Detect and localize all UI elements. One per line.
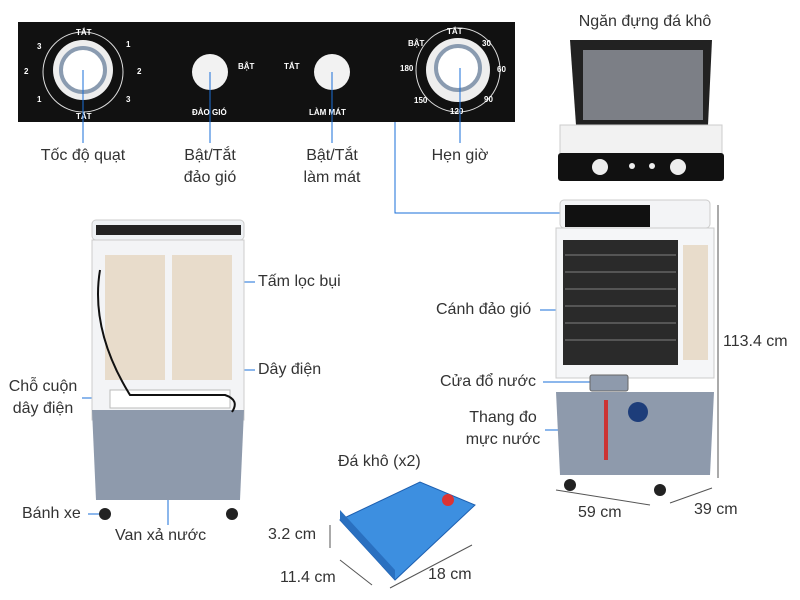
label-water-gauge: Thang đo mực nước bbox=[458, 407, 548, 451]
dim-height: 113.4 cm bbox=[723, 333, 788, 350]
cooler-back-image bbox=[91, 219, 245, 520]
label-drain-valve: Van xả nước bbox=[115, 527, 207, 544]
dim-ice-width: 11.4 cm bbox=[280, 569, 336, 586]
ice-pack-image bbox=[339, 481, 476, 581]
fan-mark: 1 bbox=[126, 40, 131, 49]
label-swing-toggle: Bật/Tắt đảo gió bbox=[165, 145, 255, 189]
label-line: Thang đo bbox=[469, 409, 537, 426]
label-line: mực nước bbox=[465, 431, 541, 448]
timer-mark: 150 bbox=[414, 96, 428, 105]
dim-depth: 39 cm bbox=[694, 501, 738, 518]
fan-dial-bottom: TẮT bbox=[76, 112, 92, 121]
timer-on: BẬT bbox=[408, 39, 425, 48]
label-line: đảo gió bbox=[183, 169, 237, 186]
switch-off-label: TẮT bbox=[284, 62, 300, 71]
label-ice-compartment: Ngăn đựng đá khô bbox=[578, 13, 712, 30]
timer-mark: 60 bbox=[497, 65, 506, 74]
timer-mark: 120 bbox=[450, 107, 464, 116]
fan-mark: 2 bbox=[24, 67, 29, 76]
label-line: Chỗ cuộn bbox=[8, 378, 78, 395]
fan-mark: 3 bbox=[37, 42, 42, 51]
dim-ice-length: 18 cm bbox=[428, 566, 472, 583]
label-timer: Hẹn giờ bbox=[431, 147, 489, 164]
fan-dial-top: TẮT bbox=[76, 28, 92, 37]
label-line: Bật/Tắt bbox=[306, 147, 358, 164]
dim-ice-thickness: 3.2 cm bbox=[268, 526, 317, 543]
label-ice-packs: Đá khô (x2) bbox=[338, 453, 421, 470]
cool-button-label: LÀM MÁT bbox=[309, 108, 346, 117]
cooler-front-image bbox=[555, 199, 715, 496]
label-line: dây điện bbox=[12, 400, 74, 417]
fan-mark: 1 bbox=[37, 95, 42, 104]
label-line: làm mát bbox=[303, 169, 361, 186]
label-wheels: Bánh xe bbox=[22, 505, 81, 522]
timer-mark: 90 bbox=[484, 95, 493, 104]
control-panel: TẮT TẮT 3 2 1 1 2 3 ĐẢO GIÓ BẬT TẮT LÀM … bbox=[18, 22, 515, 122]
label-line: Bật/Tắt bbox=[184, 147, 236, 164]
open-lid-cooler-image bbox=[558, 40, 724, 181]
label-cool-toggle: Bật/Tắt làm mát bbox=[287, 145, 377, 189]
timer-mark: 30 bbox=[482, 39, 491, 48]
dimension-lines bbox=[329, 205, 719, 589]
timer-mark: 180 bbox=[400, 64, 414, 73]
label-dust-filter: Tấm lọc bụi bbox=[258, 273, 341, 290]
dim-width: 59 cm bbox=[578, 504, 622, 521]
timer-off: TẮT bbox=[447, 27, 463, 36]
label-cord-wrap: Chỗ cuộn dây điện bbox=[2, 376, 84, 420]
label-power-cord: Dây điện bbox=[258, 361, 322, 378]
swing-button-label: ĐẢO GIÓ bbox=[192, 108, 227, 117]
label-water-inlet: Cửa đổ nước bbox=[440, 373, 536, 390]
label-louvers: Cánh đảo gió bbox=[436, 301, 532, 318]
fan-mark: 3 bbox=[126, 95, 131, 104]
switch-on-label: BẬT bbox=[238, 62, 255, 71]
fan-mark: 2 bbox=[137, 67, 142, 76]
label-fan-speed: Tốc độ quạt bbox=[40, 147, 126, 164]
